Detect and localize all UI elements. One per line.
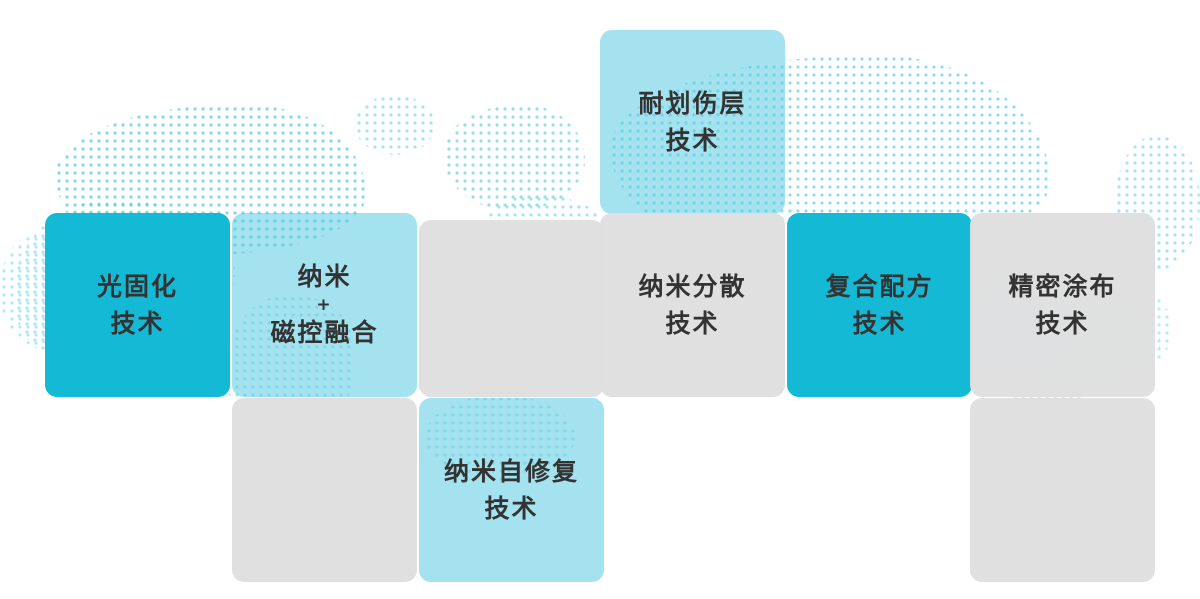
tile-label-line: 纳米 <box>297 262 352 292</box>
tile-label-line: 技术 <box>110 309 165 338</box>
tile-label-line: 技术 <box>484 494 539 523</box>
tile-uv-curing: 光固化 技术 <box>45 213 230 397</box>
tile-placeholder-1 <box>419 220 604 397</box>
tile-label-line: 技术 <box>665 309 720 338</box>
plus-sign: + <box>316 294 333 315</box>
tile-label-line: 技术 <box>1035 309 1090 338</box>
tile-label-line: 复合配方 <box>825 271 934 301</box>
tile-label-line: 纳米分散 <box>638 271 747 301</box>
tile-placeholder-2 <box>232 398 417 582</box>
tile-label-line: 精密涂布 <box>1008 271 1117 301</box>
tile-scratch-resistant-layer: 耐划伤层 技术 <box>600 30 785 214</box>
tile-label-line: 纳米自修复 <box>443 456 579 486</box>
map-dots-greenland <box>355 95 435 155</box>
tile-composite-formula: 复合配方 技术 <box>787 213 972 397</box>
tile-label-line: 磁控融合 <box>270 318 379 348</box>
map-dots-europe <box>445 105 585 210</box>
tile-label-line: 技术 <box>665 126 720 155</box>
tile-precision-coating: 精密涂布 技术 <box>970 213 1155 397</box>
tile-label-line: 耐划伤层 <box>638 88 747 118</box>
tile-placeholder-3 <box>970 398 1155 582</box>
tile-nano-self-repair: 纳米自修复 技术 <box>419 398 604 582</box>
tile-nano-magnetron-fusion: 纳米 + 磁控融合 <box>232 213 417 397</box>
tile-nano-dispersion: 纳米分散 技术 <box>600 213 785 397</box>
tile-label-line: 光固化 <box>96 271 178 301</box>
tile-label-line: 技术 <box>852 309 907 338</box>
